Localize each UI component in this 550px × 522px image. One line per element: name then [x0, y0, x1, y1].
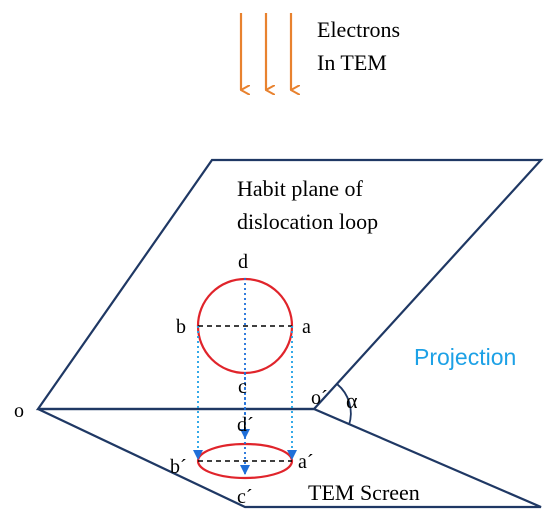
point-c-label: c	[238, 376, 247, 398]
point-o-prime-label: o´	[311, 387, 328, 409]
projection-label: Projection	[414, 344, 516, 370]
point-d-prime-label: d´	[237, 414, 254, 436]
point-c-prime-label: c´	[237, 486, 253, 508]
electron-beam-arrows	[239, 13, 291, 90]
electrons-label-line2: In TEM	[317, 50, 387, 75]
point-b-prime-label: b´	[170, 456, 187, 478]
angle-arc	[336, 383, 352, 426]
angle-alpha-label: α	[346, 388, 358, 413]
point-a-label: a	[302, 316, 311, 338]
point-b-label: b	[176, 316, 186, 338]
tem-screen-label: TEM Screen	[308, 480, 420, 505]
tem-screen-plane	[37, 407, 542, 509]
projection-lines	[193, 278, 297, 475]
point-d-label: d	[238, 251, 248, 273]
habit-plane-label-line1: Habit plane of	[237, 176, 364, 201]
habit-plane-label-line2: dislocation loop	[237, 209, 378, 234]
electrons-label-line1: Electrons	[317, 17, 400, 42]
point-a-prime-label: a´	[298, 451, 314, 473]
point-o-label: o	[14, 400, 24, 422]
